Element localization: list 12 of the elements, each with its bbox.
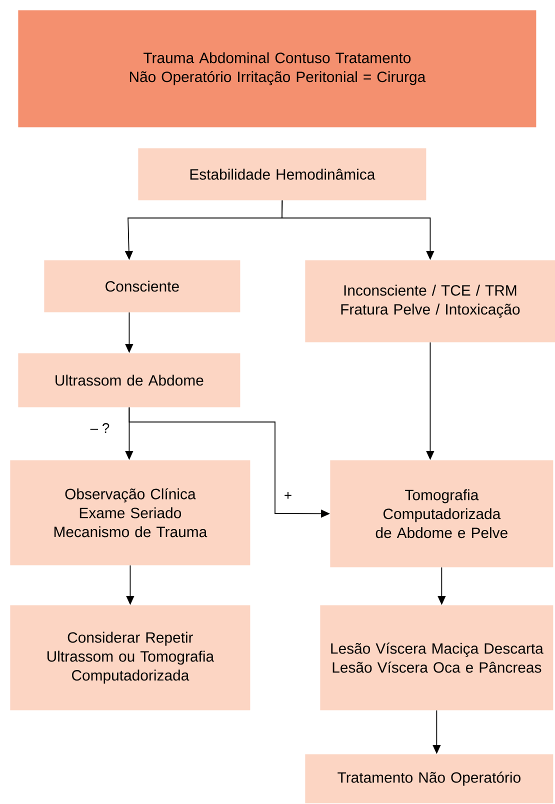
process-box: Estabilidade Hemodinâmica (138, 148, 426, 200)
edge-label: + (284, 492, 292, 499)
process-box: Ultrassom de Abdome (18, 353, 240, 408)
edge-label: – ? (90, 423, 110, 433)
process-box: Tratamento Não Operatório (305, 754, 554, 804)
process-box: Tomografia Computadorizada de Abdome e Pelve (330, 460, 554, 568)
process-box: Lesão Víscera Maciça Descarta Lesão Víscera Oca e Pâncreas (320, 605, 554, 710)
process-box: Considerar Repetir Ultrassom ou Tomografia Computadorizada (10, 605, 250, 710)
title-box: Trauma Abdominal Contuso Tratamento Não Operatório Irritação Peritonial = Cirurga (18, 10, 536, 128)
process-box: Consciente (44, 260, 240, 312)
process-box: Inconsciente / TCE / TRM Fratura Pelve / Intoxicação (305, 260, 555, 342)
process-box: Observação Clínica Exame Seriado Mecanismo de Trauma (10, 460, 250, 566)
